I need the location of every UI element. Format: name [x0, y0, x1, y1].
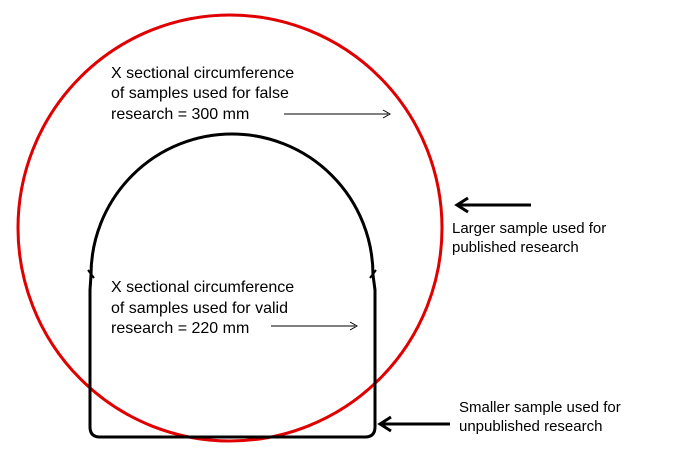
- small-sample-label-line1: Smaller sample used for: [459, 399, 621, 416]
- small-sample-arrow: [377, 415, 450, 433]
- dome-left-notch: [87, 269, 95, 279]
- large-sample-label-line1: Larger sample used for: [452, 220, 606, 237]
- dome-right-notch: [369, 269, 377, 279]
- small-sample-label-line2: unpublished research: [459, 418, 602, 435]
- large-text-pointer-arrow: [284, 109, 392, 119]
- large-sample-arrow: [454, 196, 531, 214]
- small-shape-text-line3: research = 220 mm: [111, 320, 249, 337]
- large-circle-text-line2: of samples used for false: [111, 85, 289, 102]
- small-shape-text-line2: of samples used for valid: [111, 300, 288, 317]
- large-sample-circle: [16, 13, 444, 443]
- small-shape-text-line1: X sectional circumference: [111, 279, 294, 296]
- large-sample-label-line2: published research: [452, 239, 579, 256]
- small-text-pointer-arrow: [271, 321, 359, 331]
- large-circle-text-line1: X sectional circumference: [111, 65, 294, 82]
- small-sample-shape: [88, 132, 377, 439]
- large-circle-text-line3: research = 300 mm: [111, 106, 249, 123]
